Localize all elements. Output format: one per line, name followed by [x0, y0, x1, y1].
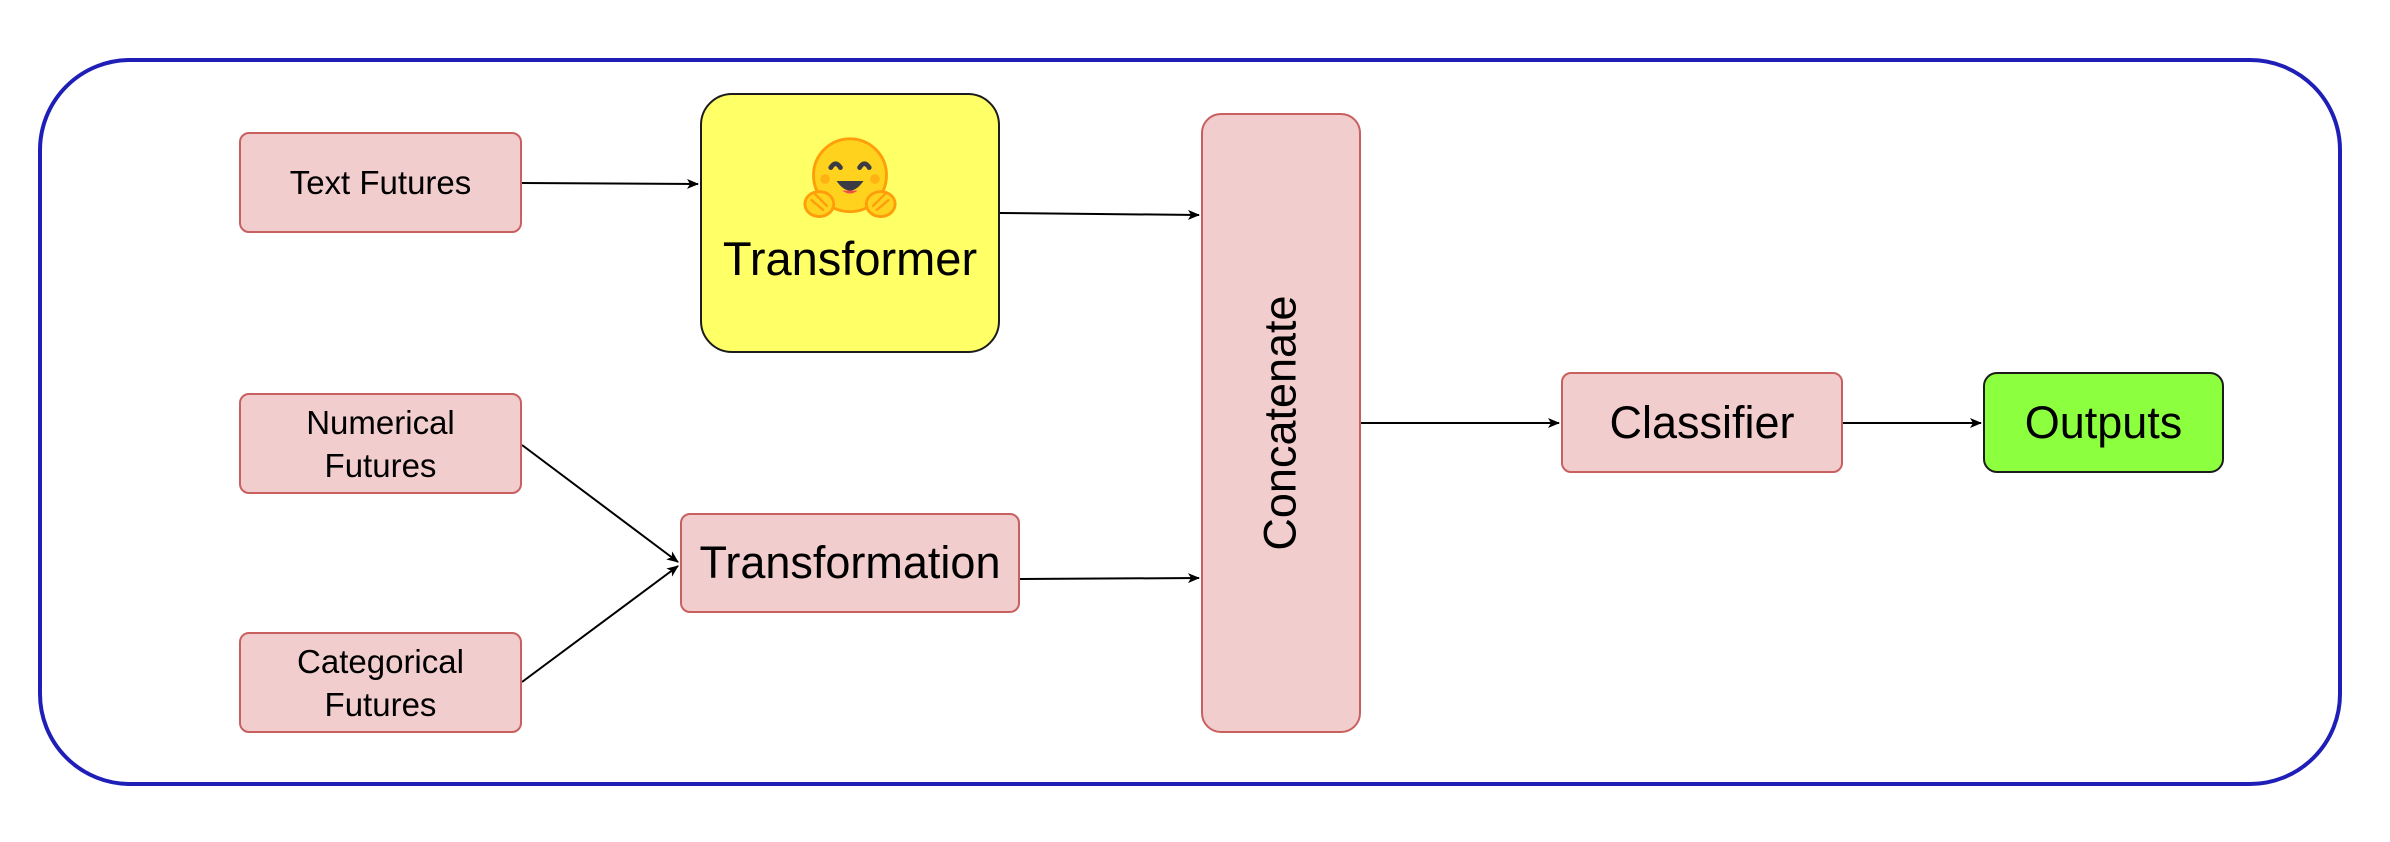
concatenate-label: Concatenate	[1255, 295, 1307, 551]
transformer-label: Transformer	[722, 232, 978, 285]
transformation-node: Transformation	[680, 513, 1020, 613]
numerical-features-node: Numerical Futures	[239, 393, 522, 494]
transformer-node: Transformer	[700, 93, 1000, 353]
categorical-features-label: Categorical Futures	[297, 642, 464, 723]
text-features-node: Text Futures	[239, 132, 522, 233]
classifier-label: Classifier	[1609, 396, 1795, 448]
outputs-label: Outputs	[2024, 396, 2183, 448]
text-features-label: Text Futures	[289, 164, 472, 201]
concatenate-node: Concatenate	[1201, 113, 1361, 733]
categorical-features-node: Categorical Futures	[239, 632, 522, 733]
diagram-frame	[38, 58, 2342, 786]
transformation-label: Transformation	[699, 537, 1001, 588]
outputs-node: Outputs	[1983, 372, 2224, 473]
numerical-features-label: Numerical Futures	[306, 403, 455, 484]
hugging-face-icon	[803, 137, 897, 218]
classifier-node: Classifier	[1561, 372, 1843, 473]
